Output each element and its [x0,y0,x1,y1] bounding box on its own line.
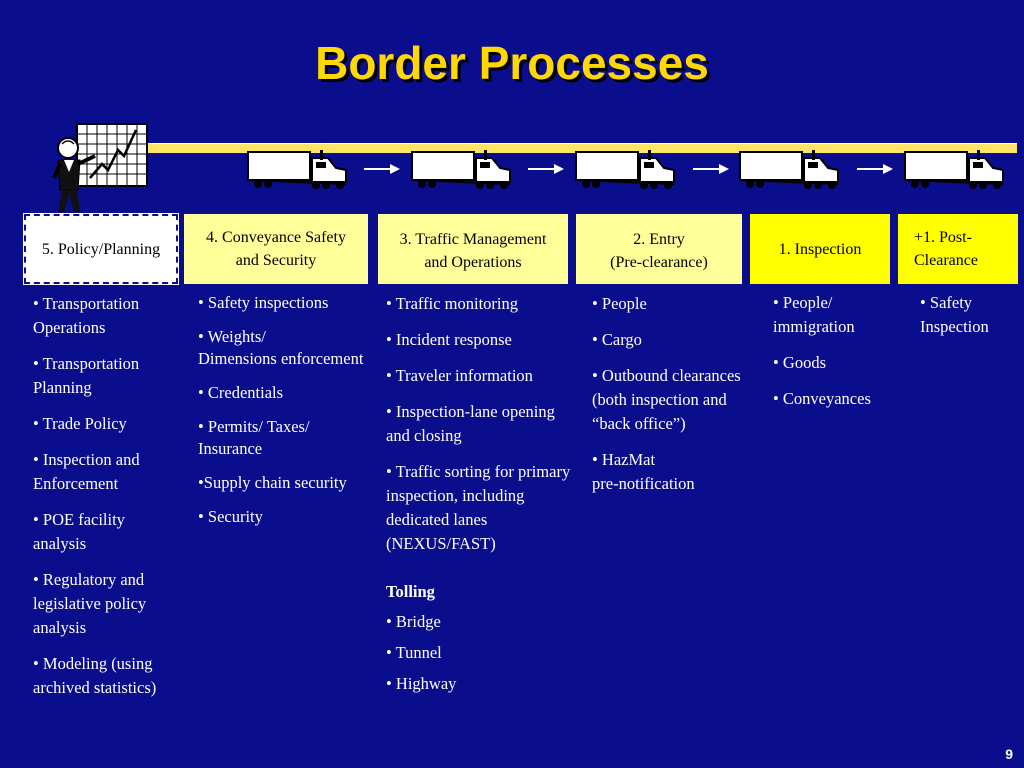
stage-box-post-clearance: +1. Post- Clearance [898,214,1018,284]
list-item: • Traveler information [386,366,533,385]
list-item: • Credentials [198,383,284,402]
list-item: • Traffic sorting for primary inspection… [386,462,571,553]
semi-truck-icon [904,150,1004,189]
column-entry: • People • Cargo • Outbound clearances (… [592,292,764,508]
list-item: • Inspection and Enforcement [33,450,140,493]
tolling-heading: Tolling [386,582,435,601]
stage-box-planning: 5. Policy/Planning [23,213,179,285]
list-item: • HazMat pre-notification [592,450,695,493]
list-item: • Incident response [386,330,512,349]
stage-box-entry: 2. Entry (Pre-clearance) [576,214,742,284]
column-inspection: • People/ immigration • Goods • Conveyan… [773,291,903,423]
list-item: • Transportation Planning [33,354,140,397]
slide-title: Border Processes [315,37,709,89]
list-item: • Goods [773,353,826,372]
right-arrow-icon [693,164,729,174]
page-number: 9 [1005,746,1013,762]
list-item: • Cargo [592,330,642,349]
list-item: • Traffic monitoring [386,294,518,313]
stage-box-conveyance: 4. Conveyance Safety and Security [184,214,368,284]
list-item: • Outbound clearances (both inspection a… [592,366,741,433]
right-arrow-icon [857,164,893,174]
list-item: • Modeling (using archived statistics) [33,654,157,697]
list-item: • Safety inspections [198,293,329,312]
businessman-chart-icon [52,123,148,212]
semi-truck-icon [411,150,511,189]
column-post-clearance: • Safety Inspection [920,291,1020,351]
list-item: • People/ immigration [773,293,855,336]
list-item: • Weights/ Dimensions enforcement [198,327,364,368]
column-conveyance: • Safety inspections • Weights/ Dimensio… [198,292,368,540]
list-item: • Safety Inspection [920,293,989,336]
stage-box-traffic: 3. Traffic Management and Operations [378,214,568,284]
list-item: • Inspection-lane opening and closing [386,402,555,445]
semi-truck-icon [575,150,675,189]
column-planning: • Transportation Operations • Transporta… [33,292,181,712]
timeline-bar [145,143,1017,153]
list-item: • Transportation Operations [33,294,140,337]
list-item: • POE facility analysis [33,510,125,553]
semi-truck-icon [247,150,347,189]
list-item: • Regulatory and legislative policy anal… [33,570,147,637]
list-item: • Conveyances [773,389,871,408]
column-traffic: • Traffic monitoring • Incident response… [386,292,571,703]
list-item: • Tunnel [386,643,442,662]
list-item: • Highway [386,674,457,693]
stage-box-inspection: 1. Inspection [750,214,890,284]
list-item: • Trade Policy [33,414,127,433]
right-arrow-icon [364,164,400,174]
semi-truck-icon [739,150,839,189]
list-item: • People [592,294,647,313]
list-item: • Permits/ Taxes/ Insurance [198,417,310,458]
list-item: • Security [198,507,263,526]
right-arrow-icon [528,164,564,174]
list-item: • Bridge [386,612,441,631]
list-item: •Supply chain security [198,473,347,492]
